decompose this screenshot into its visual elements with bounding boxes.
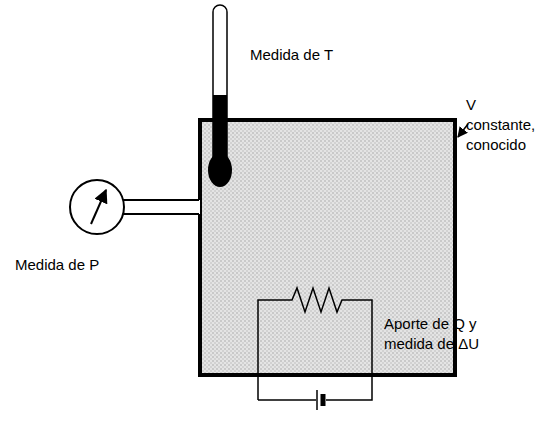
battery-symbol [317, 390, 323, 410]
heater-circuit [258, 288, 372, 400]
heat-supply-label: Aporte de Q y medida de ΔU [384, 314, 499, 354]
measurement-label: Medida de P [15, 255, 125, 275]
battery-wire [258, 399, 316, 401]
volume-label: V constante, conocido [466, 95, 548, 155]
resistor-wire [258, 288, 372, 400]
gauge-pipe [122, 200, 200, 214]
pressure-gauge [70, 180, 124, 234]
measurement-label: Medida de T [250, 45, 370, 65]
thermometer [208, 5, 232, 187]
